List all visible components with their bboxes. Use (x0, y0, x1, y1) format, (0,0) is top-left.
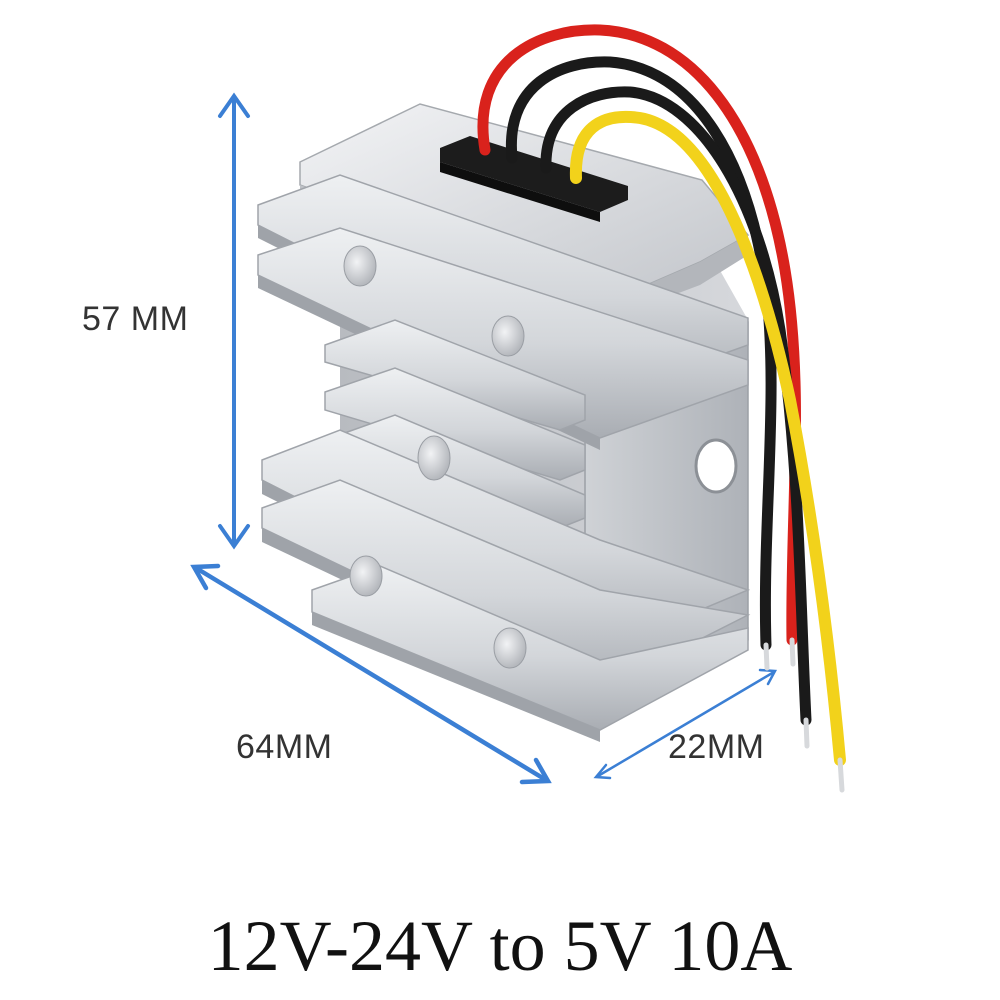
fin-4 (324, 367, 586, 481)
rivet (493, 627, 527, 669)
rivet (417, 435, 451, 481)
black-wire-1 (505, 56, 777, 651)
depth-dimension-label: 22MM (668, 728, 765, 766)
fin-8 (311, 565, 749, 742)
wire-bundle (477, 24, 846, 793)
width-dimension-label: 64MM (236, 728, 333, 766)
black-wire-2 (540, 86, 812, 726)
rivet (343, 245, 377, 287)
fin-3 (324, 319, 586, 431)
depth-arrow-icon (593, 668, 778, 780)
width-arrow-icon (190, 563, 552, 785)
product-caption: 12V-24V to 5V 10A (207, 906, 793, 986)
mounting-hole (694, 438, 738, 494)
rivet (491, 315, 525, 357)
yellow-wire (569, 110, 846, 766)
rivet (349, 555, 383, 597)
converter-heatsink (257, 103, 751, 742)
height-dimension-label: 57 MM (82, 300, 189, 338)
height-arrow-icon (218, 92, 250, 550)
